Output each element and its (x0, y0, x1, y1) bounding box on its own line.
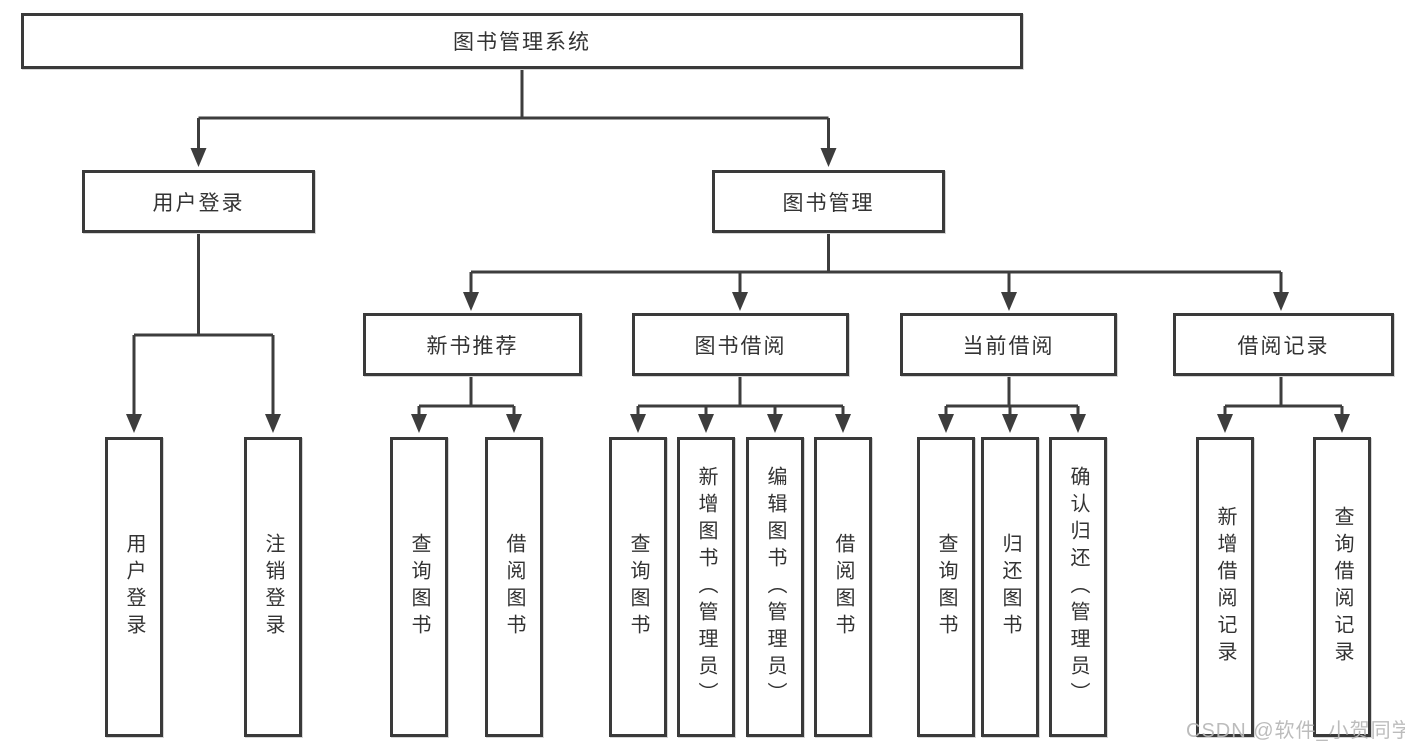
node-label: 归还图书 (999, 533, 1021, 641)
node-label: 当前借阅 (962, 334, 1055, 358)
node-label: 借阅图书 (832, 533, 854, 641)
node-label: 新增图书（管理员） (695, 465, 717, 709)
node-book-management: 图书管理 (712, 170, 945, 233)
node-borrow-book-borrowing: 借阅图书 (814, 437, 872, 737)
node-label: 新增借阅记录 (1214, 506, 1236, 668)
node-label: 用户登录 (152, 191, 245, 215)
node-label: 查询图书 (935, 533, 957, 641)
node-label: 借阅图书 (503, 533, 525, 641)
csdn-watermark: CSDN @软件_小贺同学 (1186, 720, 1405, 742)
node-new-book-recommend: 新书推荐 (363, 313, 582, 376)
node-edit-book-admin: 编辑图书（管理员） (746, 437, 804, 737)
node-add-borrow-record: 新增借阅记录 (1196, 437, 1254, 737)
node-user-login-leaf: 用户登录 (105, 437, 163, 737)
tree-edges (132, 69, 1344, 416)
node-label: 查询图书 (408, 533, 430, 641)
node-user-login: 用户登录 (82, 170, 315, 233)
node-return-book: 归还图书 (981, 437, 1039, 737)
node-library-management-system: 图书管理系统 (21, 13, 1023, 69)
node-label: 注销登录 (262, 533, 284, 641)
node-query-book-recommend: 查询图书 (390, 437, 448, 737)
node-current-borrowing: 当前借阅 (900, 313, 1117, 376)
node-label: 编辑图书（管理员） (764, 465, 786, 709)
node-label: 查询借阅记录 (1331, 506, 1353, 668)
node-borrowing-records: 借阅记录 (1173, 313, 1394, 376)
node-label: 用户登录 (123, 533, 145, 641)
node-label: 图书借阅 (694, 334, 787, 358)
node-label: 确认归还（管理员） (1067, 465, 1089, 709)
node-label: 图书管理 (782, 191, 875, 215)
node-label: 图书管理系统 (453, 31, 591, 54)
node-label: 新书推荐 (426, 334, 519, 358)
node-borrow-book-recommend: 借阅图书 (485, 437, 543, 737)
node-book-borrowing: 图书借阅 (632, 313, 849, 376)
node-confirm-return-admin: 确认归还（管理员） (1049, 437, 1107, 737)
node-query-book-current: 查询图书 (917, 437, 975, 737)
node-add-book-admin: 新增图书（管理员） (677, 437, 735, 737)
node-label: 查询图书 (627, 533, 649, 641)
node-logout: 注销登录 (244, 437, 302, 737)
node-query-book-borrowing: 查询图书 (609, 437, 667, 737)
node-label: 借阅记录 (1237, 334, 1330, 358)
node-query-borrow-record: 查询借阅记录 (1313, 437, 1371, 737)
